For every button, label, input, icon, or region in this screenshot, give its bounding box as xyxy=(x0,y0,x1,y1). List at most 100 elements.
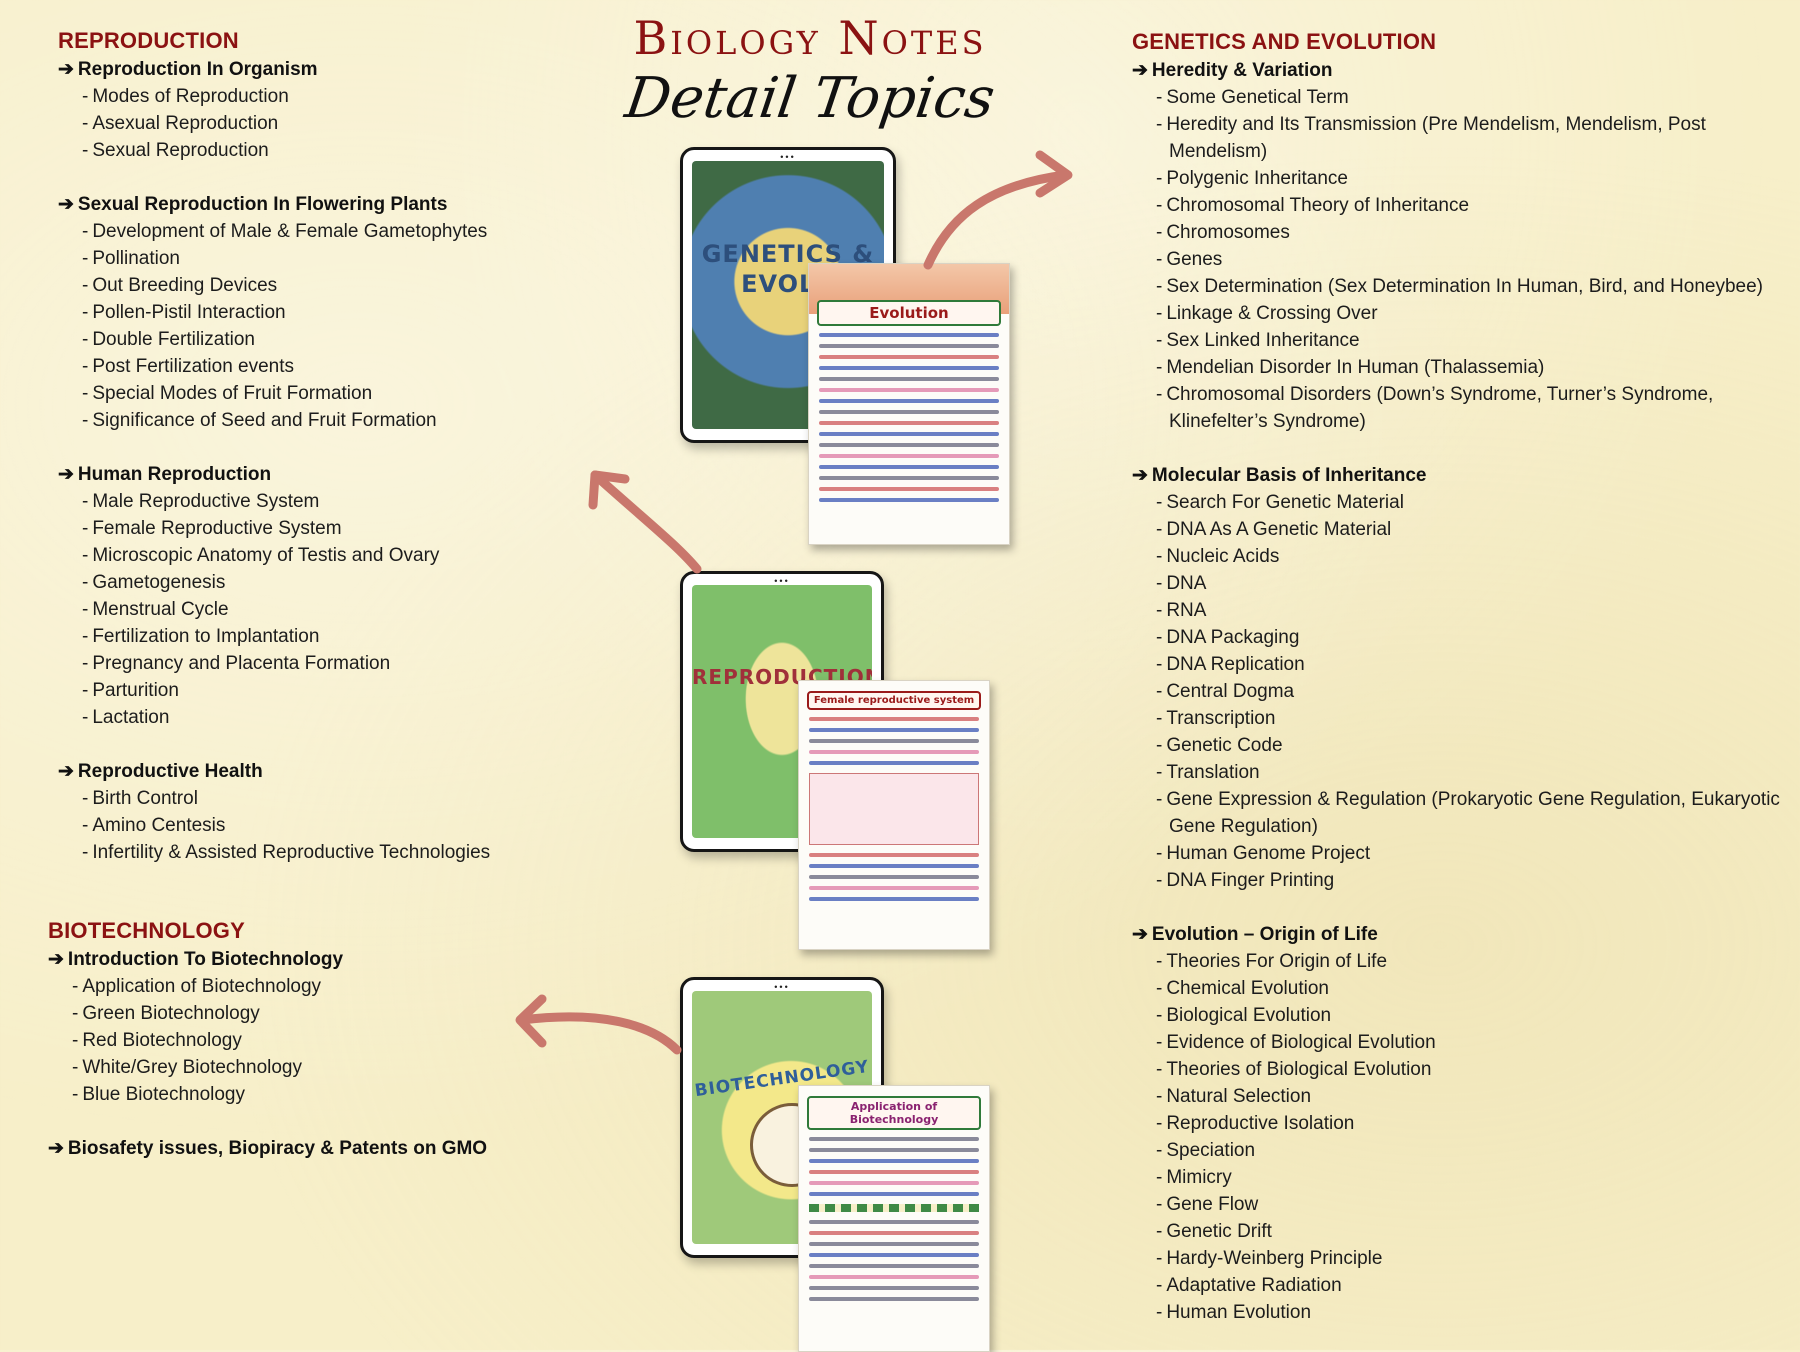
list-item: -DNA As A Genetic Material xyxy=(1156,516,1792,543)
dash-bullet: - xyxy=(82,329,89,350)
note-line xyxy=(809,1264,979,1268)
list-item-text: Modes of Reproduction xyxy=(92,86,289,107)
arrow-to-biotechnology-icon xyxy=(515,994,682,1055)
list-item-text: Reproductive Isolation xyxy=(1166,1113,1355,1134)
list-item: -Double Fertilization xyxy=(82,326,618,353)
list-item-text: White/Grey Biotechnology xyxy=(82,1057,302,1078)
dash-bullet: - xyxy=(1156,600,1163,621)
dash-bullet: - xyxy=(1156,1032,1163,1053)
dash-bullet: - xyxy=(1156,951,1163,972)
topic-heading-text: Sexual Reproduction In Flowering Plants xyxy=(77,194,448,215)
list-item: -Biological Evolution xyxy=(1156,1002,1792,1029)
note-line xyxy=(809,1181,979,1185)
list-item-text: DNA Packaging xyxy=(1166,627,1300,648)
list-item: -Sex Determination (Sex Determination In… xyxy=(1156,273,1792,300)
list-item-text: Blue Biotechnology xyxy=(82,1084,245,1105)
note-line xyxy=(809,864,979,868)
dash-bullet: - xyxy=(82,302,89,323)
group-spacer xyxy=(48,1108,608,1135)
list-item: -Theories of Biological Evolution xyxy=(1156,1056,1792,1083)
dash-bullet: - xyxy=(1156,87,1163,108)
dash-bullet: - xyxy=(82,707,89,728)
dash-bullet: - xyxy=(1156,762,1163,783)
dash-bullet: - xyxy=(1156,357,1163,378)
list-item: -Modes of Reproduction xyxy=(82,83,618,110)
list-item: -Menstrual Cycle xyxy=(82,596,618,623)
dash-bullet: - xyxy=(1156,384,1163,405)
dash-bullet: - xyxy=(1156,1113,1163,1134)
topic-heading-text: Introduction To Biotechnology xyxy=(67,949,344,970)
camera-dots: ••• xyxy=(780,152,796,162)
page-subtitle: Detail Topics xyxy=(621,66,999,131)
list-item: -Mendelian Disorder In Human (Thalassemi… xyxy=(1156,354,1792,381)
topic-groups: ➔Introduction To Biotechnology-Applicati… xyxy=(48,946,608,1162)
list-item-text: Genetic Code xyxy=(1166,735,1283,756)
note-line xyxy=(819,443,999,447)
dash-bullet: - xyxy=(82,491,89,512)
dash-bullet: - xyxy=(1156,492,1163,513)
dash-bullet: - xyxy=(82,221,89,242)
list-item: -Gene Expression & Regulation (Prokaryot… xyxy=(1156,786,1792,840)
topic-group: ➔Biosafety issues, Biopiracy & Patents o… xyxy=(48,1135,608,1162)
list-item-text: Search For Genetic Material xyxy=(1166,492,1404,513)
dash-bullet: - xyxy=(1156,519,1163,540)
note-line xyxy=(819,421,999,425)
dash-bullet: - xyxy=(82,113,89,134)
list-item: -Central Dogma xyxy=(1156,678,1792,705)
dash-bullet: - xyxy=(1156,276,1163,297)
dash-bullet: - xyxy=(1156,573,1163,594)
note-line xyxy=(819,487,999,491)
note-line xyxy=(819,410,999,414)
list-item: -Gametogenesis xyxy=(82,569,618,596)
topic-heading: ➔Biosafety issues, Biopiracy & Patents o… xyxy=(48,1135,608,1162)
group-spacer xyxy=(58,164,618,191)
list-item: -Human Genome Project xyxy=(1156,840,1792,867)
list-item-text: Infertility & Assisted Reproductive Tech… xyxy=(92,842,491,863)
dash-bullet: - xyxy=(82,680,89,701)
topic-list: -Birth Control-Amino Centesis-Infertilit… xyxy=(58,785,618,866)
note-line xyxy=(809,739,979,743)
note-line xyxy=(819,399,999,403)
list-item-text: Genetic Drift xyxy=(1166,1221,1272,1242)
list-item: -Some Genetical Term xyxy=(1156,84,1792,111)
dash-bullet: - xyxy=(72,1057,79,1078)
biotechnology-section: BIOTECHNOLOGY ➔Introduction To Biotechno… xyxy=(48,916,608,1162)
list-item: -Significance of Seed and Fruit Formatio… xyxy=(82,407,618,434)
list-item-text: Central Dogma xyxy=(1166,681,1295,702)
topic-list: -Development of Male & Female Gametophyt… xyxy=(58,218,618,434)
list-item-text: Female Reproductive System xyxy=(92,518,342,539)
biotechnology-notes-page: Application of Biotechnology xyxy=(798,1085,990,1352)
list-item-text: Sexual Reproduction xyxy=(92,140,269,161)
note-line xyxy=(819,355,999,359)
group-spacer xyxy=(1132,894,1792,921)
list-item-text: Parturition xyxy=(92,680,179,701)
section-title: BIOTECHNOLOGY xyxy=(48,918,245,943)
arrow-bullet-icon: ➔ xyxy=(58,194,74,215)
dash-bullet: - xyxy=(1156,1005,1163,1026)
dash-bullet: - xyxy=(1156,330,1163,351)
dash-bullet: - xyxy=(1156,843,1163,864)
diagram-box xyxy=(809,773,979,845)
topic-heading: ➔Introduction To Biotechnology xyxy=(48,946,608,973)
dash-bullet: - xyxy=(72,1030,79,1051)
dash-bullet: - xyxy=(72,976,79,997)
topic-groups: ➔Reproduction In Organism-Modes of Repro… xyxy=(58,56,618,866)
list-item-text: Adaptative Radiation xyxy=(1166,1275,1342,1296)
note-line xyxy=(809,1192,979,1196)
arrow-to-reproduction-icon xyxy=(588,470,702,574)
topic-group: ➔Introduction To Biotechnology-Applicati… xyxy=(48,946,608,1135)
list-item-text: Double Fertilization xyxy=(92,329,255,350)
list-item: -Asexual Reproduction xyxy=(82,110,618,137)
dash-bullet: - xyxy=(82,788,89,809)
header: Biology Notes Detail Topics xyxy=(560,10,1060,132)
topic-group: ➔Human Reproduction-Male Reproductive Sy… xyxy=(58,461,618,758)
list-item: -Chromosomes xyxy=(1156,219,1792,246)
list-item: -Mimicry xyxy=(1156,1164,1792,1191)
topic-heading-text: Reproduction In Organism xyxy=(77,59,318,80)
list-item: -Male Reproductive System xyxy=(82,488,618,515)
list-item: -Chemical Evolution xyxy=(1156,975,1792,1002)
list-item: -Red Biotechnology xyxy=(72,1027,608,1054)
dash-bullet: - xyxy=(1156,249,1163,270)
dash-bullet: - xyxy=(1156,1275,1163,1296)
dash-bullet: - xyxy=(82,815,89,836)
